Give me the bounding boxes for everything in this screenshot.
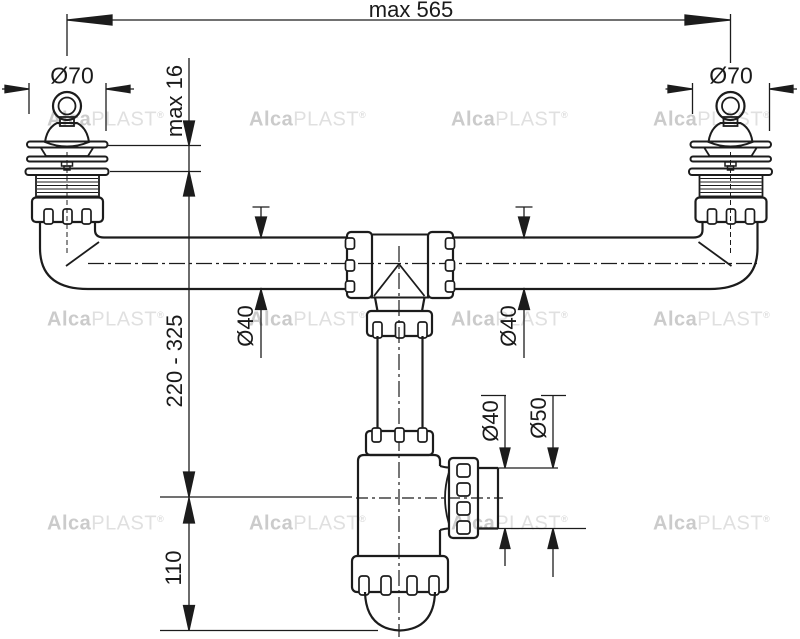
dim-height-range: 220 - 325 [162, 314, 187, 408]
trap-assembly [350, 427, 450, 632]
dim-pipe-diameter-right: Ø40 [496, 305, 521, 347]
watermark: AlcaPLAST® [451, 108, 569, 131]
left-drain-assembly [24, 90, 110, 291]
watermark: AlcaPLAST® [47, 308, 165, 331]
dimension-lines [2, 14, 797, 632]
outlet-intersection [444, 471, 450, 525]
watermark: AlcaPLAST® [47, 512, 165, 535]
watermark: AlcaPLAST® [249, 512, 367, 535]
dim-sink-flange-thickness: max 16 [162, 64, 187, 138]
right-drain-assembly [687, 90, 774, 291]
side-outlet [356, 456, 503, 540]
horizontal-pipe [88, 236, 757, 291]
tee-funnel [373, 263, 426, 297]
dim-drain-diameter-right: Ø70 [709, 62, 753, 89]
trap-dome [363, 591, 437, 632]
dim-overall-width: max 565 [368, 0, 454, 22]
watermark: AlcaPLAST® [653, 308, 771, 331]
watermark: AlcaPLAST® [451, 308, 569, 331]
tee-connector [344, 230, 456, 339]
dim-pipe-diameter-left: Ø40 [233, 305, 258, 347]
watermark: AlcaPLAST® [249, 108, 367, 131]
right-elbow [693, 222, 759, 291]
left-elbow [38, 222, 105, 291]
watermark: AlcaPLAST® [653, 512, 771, 535]
dim-outlet-diameter-outer: Ø50 [526, 397, 551, 439]
dim-trap-bottom-depth: 110 [161, 550, 186, 586]
dim-outlet-diameter-inner: Ø40 [478, 400, 503, 442]
dim-drain-diameter-left: Ø70 [50, 62, 94, 89]
watermark: AlcaPLAST® [249, 308, 367, 331]
